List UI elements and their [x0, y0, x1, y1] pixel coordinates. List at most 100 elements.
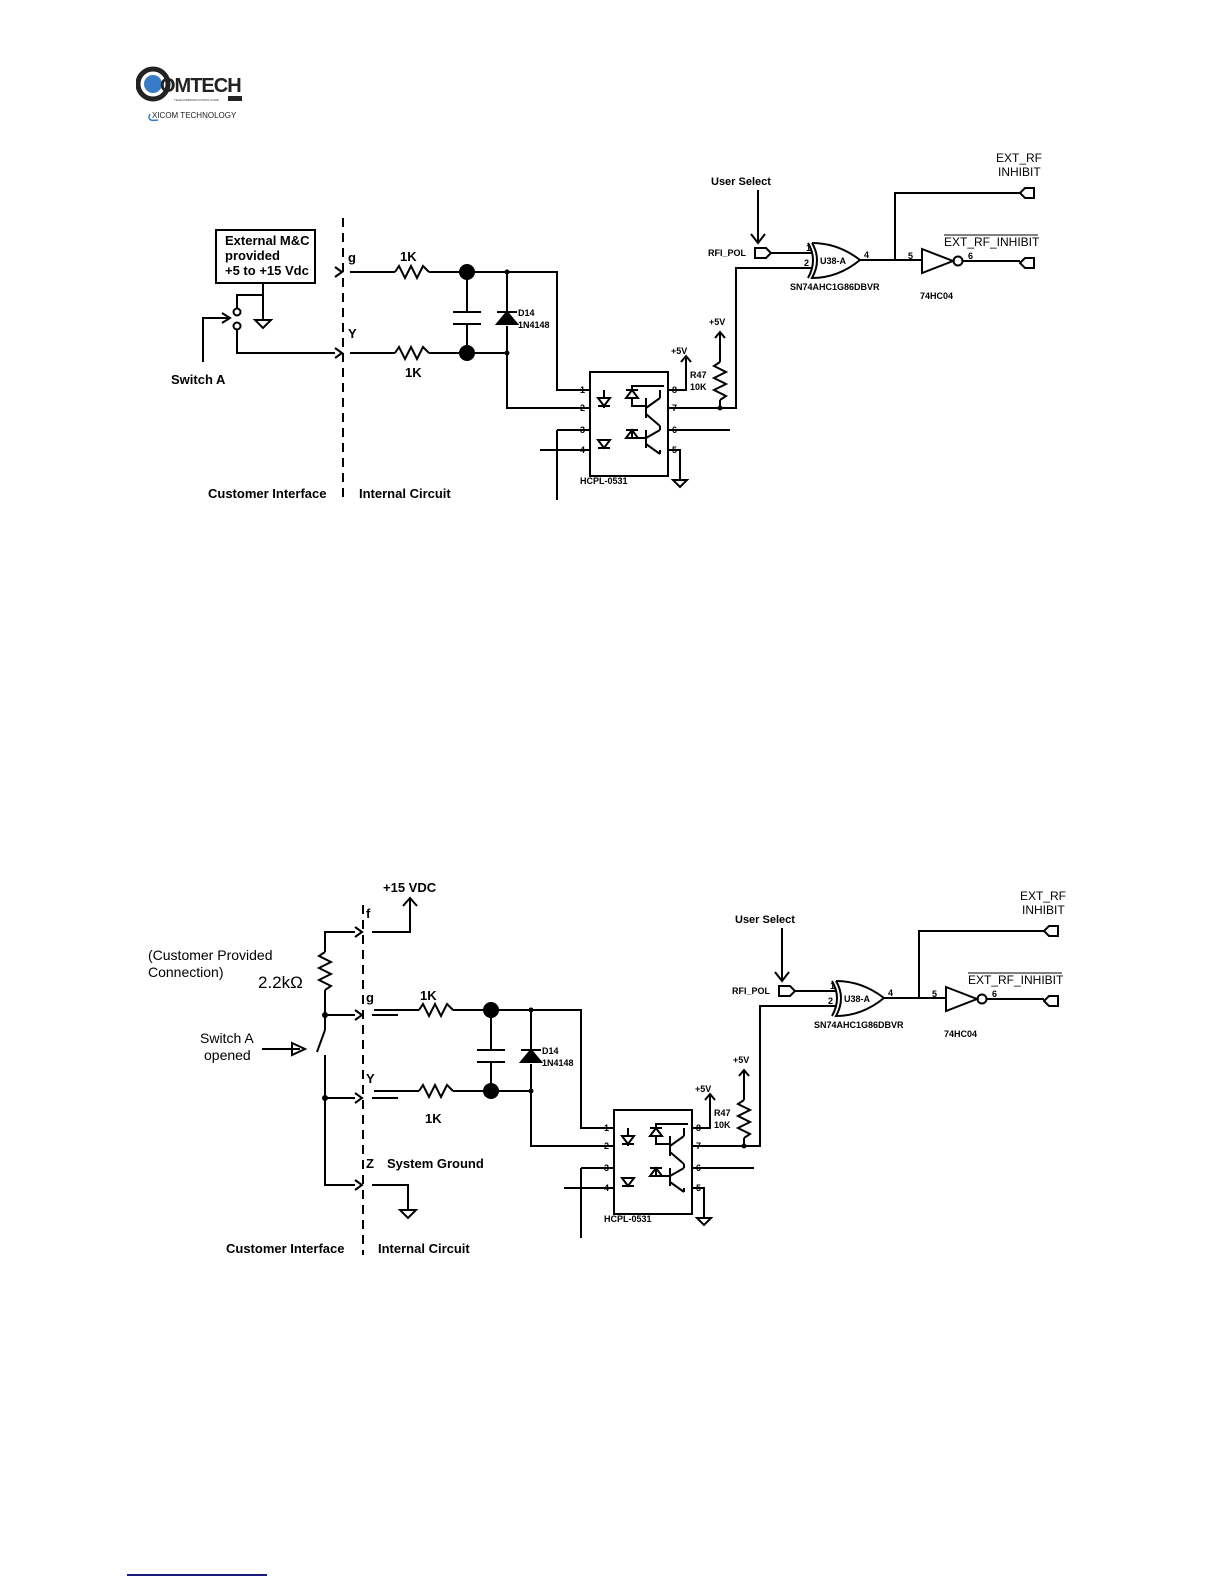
internal-circuit-wiring	[350, 188, 1038, 500]
diagram1-internal-circuit: D14 1N4148 1 2 3 4 8 7 6 5 HCPL-0531 +5V…	[350, 151, 1042, 500]
pin-label: 5	[932, 989, 937, 999]
customer-interface-label: Customer Interface	[208, 486, 326, 501]
resistor-label: 1K	[400, 249, 417, 264]
diagram2-internal-circuit: D14 1N4148 1 2 3 4 8 7 6 5 HCPL-0531 +5V…	[374, 889, 1066, 1238]
switch-label: Switch A	[171, 372, 226, 387]
optocoupler-label: HCPL-0531	[580, 476, 628, 486]
customer-interface-label: Customer Interface	[226, 1241, 344, 1256]
supply-label: +5V	[671, 346, 687, 356]
pin-label: 2	[828, 996, 833, 1006]
pin-label: 3	[580, 425, 585, 435]
inverter-part-label: 74HC04	[920, 291, 953, 301]
resistor-r47-label: R47	[690, 370, 707, 380]
xor-part-label: SN74AHC1G86DBVR	[814, 1020, 904, 1030]
user-select-label: User Select	[735, 914, 795, 926]
switch-label: opened	[204, 1047, 251, 1063]
rfi-pol-label: RFI_POL	[708, 248, 747, 258]
internal-wiring	[372, 1014, 419, 1220]
user-select-label: User Select	[711, 176, 771, 188]
pin-label: 5	[696, 1183, 701, 1193]
box-line: provided	[225, 248, 280, 263]
pin-label: 4	[604, 1183, 609, 1193]
box-line: External M&C	[225, 233, 310, 248]
pin-label: 1	[580, 385, 585, 395]
diode-label: D14	[518, 308, 535, 318]
resistor-value-label: 2.2kΩ	[258, 973, 303, 992]
ext-rf-inhibit-inverted-label: EXT_RF_INHIBIT	[968, 973, 1064, 987]
internal-circuit-wiring	[374, 926, 1062, 1238]
pin-label: 5	[672, 445, 677, 455]
diagram2-customer-side: +15 VDC f (Customer Provided Connection)…	[148, 880, 484, 1256]
optocoupler-label: HCPL-0531	[604, 1214, 652, 1224]
diode-part-label: 1N4148	[542, 1058, 574, 1068]
diode-part-label: 1N4148	[518, 320, 550, 330]
pin-label: 8	[672, 385, 677, 395]
pin-label: 6	[968, 251, 973, 261]
pin-label: 2	[604, 1141, 609, 1151]
pin-y-label: Y	[348, 326, 357, 341]
system-ground-label: System Ground	[387, 1156, 484, 1171]
resistor-r47-label: R47	[714, 1108, 731, 1118]
supply-label: +5V	[733, 1055, 749, 1065]
pin-label: 4	[888, 988, 893, 998]
ext-rf-inhibit-label: INHIBIT	[1022, 903, 1065, 917]
customer-connection-label: Connection)	[148, 964, 224, 980]
ext-rf-inhibit-label: EXT_RF	[996, 151, 1042, 165]
switch-label: Switch A	[200, 1030, 254, 1046]
switch-wiring	[236, 283, 335, 354]
supply-label: +15 VDC	[383, 880, 437, 895]
diagram1-customer-side: External M&C provided +5 to +15 Vdc Swit…	[171, 218, 451, 501]
pin-g-label: g	[366, 990, 374, 1005]
junction	[322, 1012, 328, 1018]
pin-label: 8	[696, 1123, 701, 1133]
junction	[322, 1095, 328, 1101]
footer-rule	[127, 1574, 267, 1576]
svg-text:OMTECH: OMTECH	[160, 75, 241, 97]
switch-contact	[232, 321, 242, 331]
supply-label: +5V	[709, 317, 725, 327]
inverter-part-label: 74HC04	[944, 1029, 977, 1039]
pin-label: 6	[696, 1163, 701, 1173]
pin-label: 4	[864, 250, 869, 260]
pin-label: 2	[580, 403, 585, 413]
pin-label: 6	[992, 989, 997, 999]
ext-rf-inhibit-label: EXT_RF	[1020, 889, 1066, 903]
ext-rf-inhibit-inverted-label: EXT_RF_INHIBIT	[944, 235, 1040, 249]
svg-text:XICOM TECHNOLOGY: XICOM TECHNOLOGY	[152, 111, 237, 120]
pin-label: 5	[908, 251, 913, 261]
customer-connection-label: (Customer Provided	[148, 947, 273, 963]
pin-g-label: g	[348, 250, 356, 265]
xor-gate-label: U38-A	[820, 256, 847, 266]
resistor-label: 1K	[405, 365, 422, 380]
pin-label: 7	[696, 1141, 701, 1151]
switch-arrow	[202, 312, 232, 362]
svg-text:TELECOMMUNICATIONS CORP.: TELECOMMUNICATIONS CORP.	[174, 98, 219, 102]
resistor-label: 1K	[425, 1111, 442, 1126]
pin-z-label: Z	[366, 1156, 374, 1171]
diode-label: D14	[542, 1046, 559, 1056]
pin-label: 1	[806, 243, 811, 253]
pin-label: 4	[580, 445, 585, 455]
resistor-r47-value: 10K	[690, 382, 707, 392]
pin-f-label: f	[366, 906, 371, 921]
box-line: +5 to +15 Vdc	[225, 263, 309, 278]
comtech-logo: OMTECH TELECOMMUNICATIONS CORP. XICOM TE…	[136, 62, 248, 124]
pin-y-label: Y	[366, 1071, 375, 1086]
resistor-label: 1K	[420, 988, 437, 1003]
resistor-r47-value: 10K	[714, 1120, 731, 1130]
pin-label: 1	[830, 981, 835, 991]
internal-circuit-label: Internal Circuit	[359, 486, 451, 501]
pin-label: 1	[604, 1123, 609, 1133]
pin-label: 7	[672, 403, 677, 413]
supply-label: +5V	[695, 1084, 711, 1094]
rfi-pol-label: RFI_POL	[732, 986, 771, 996]
pin-label: 2	[804, 258, 809, 268]
pin-label: 3	[604, 1163, 609, 1173]
supply-line	[372, 896, 418, 933]
customer-wiring	[316, 931, 355, 1186]
external-mc-box	[215, 229, 316, 284]
connector-arrows	[354, 926, 364, 1191]
connector-arrows	[334, 266, 344, 359]
switch-arrow	[262, 1041, 308, 1057]
